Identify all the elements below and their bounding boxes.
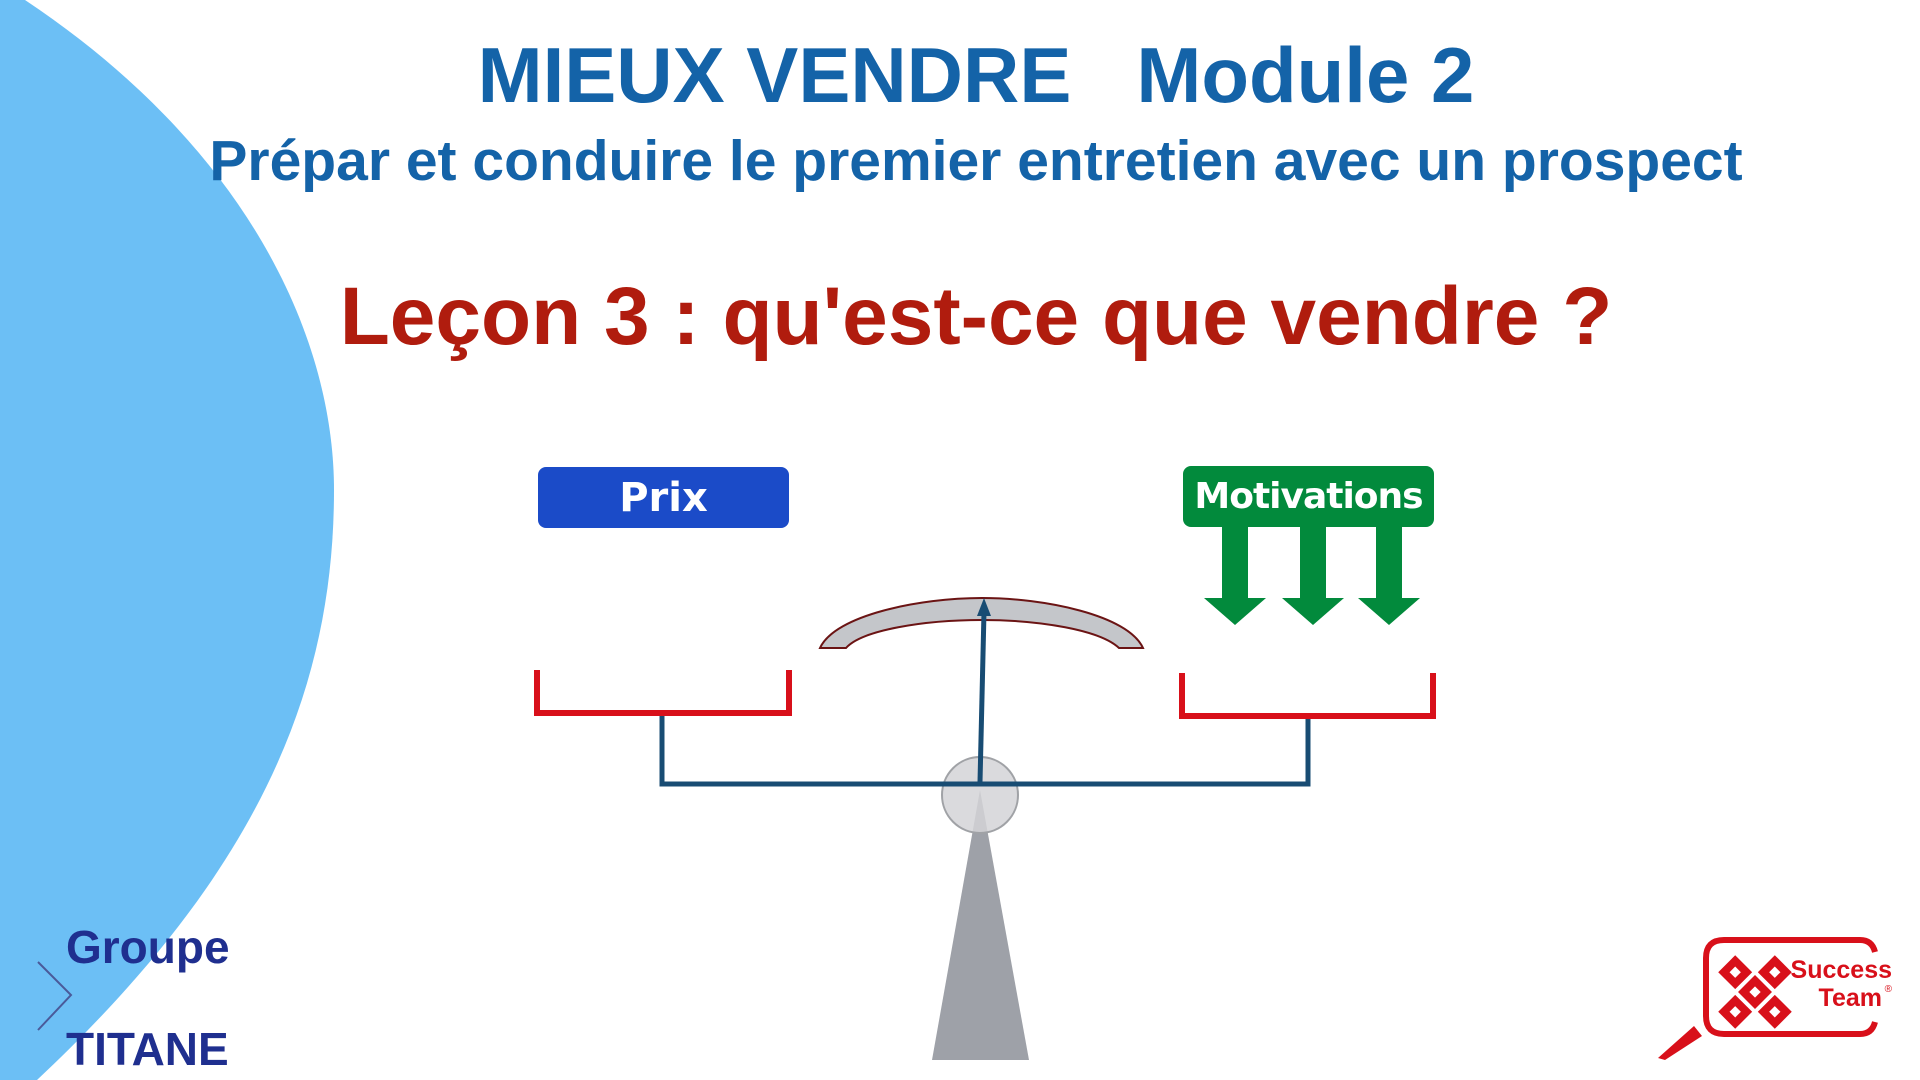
scale-dial: [818, 596, 1145, 649]
page-subtitle: Prépar et conduire le premier entretien …: [209, 129, 1743, 193]
left-pan: [534, 670, 792, 716]
logo-groupe-text: Groupe: [66, 921, 230, 973]
lesson-title: Leçon 3 : qu'est-ce que vendre ?: [339, 271, 1613, 362]
down-arrow-icon: [1282, 527, 1344, 625]
chevron-right-icon: [37, 961, 73, 1031]
page-title: MIEUX VENDRE Module 2: [477, 31, 1475, 119]
success-team-logo: Success Team ®: [1650, 920, 1920, 1080]
logo-titane-text: TITANE: [66, 1023, 229, 1075]
pedestal: [932, 790, 1029, 1060]
beam: [659, 716, 1311, 787]
motivation-arrows: [1204, 527, 1420, 625]
down-arrow-icon: [1204, 527, 1266, 625]
registered-mark: ®: [1884, 984, 1892, 995]
motivations-label: Motivations: [1183, 466, 1434, 527]
magnifier-knot-icon: [1658, 937, 1878, 1060]
down-arrow-icon: [1358, 527, 1420, 625]
logo-team-text: Team: [1818, 984, 1882, 1012]
pointer-tip: [977, 598, 991, 616]
right-pan: [1179, 673, 1436, 719]
prix-label: Prix: [538, 467, 789, 528]
pointer-needle: [977, 611, 987, 783]
logo-success-text: Success: [1790, 956, 1892, 984]
